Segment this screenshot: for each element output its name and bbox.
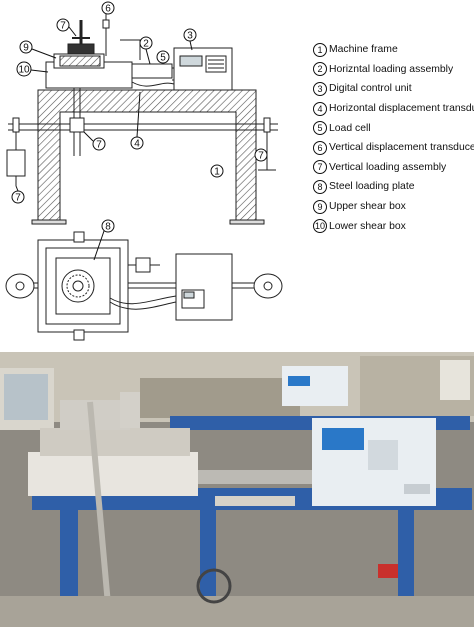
legend-label: Horizntal loading assembly bbox=[329, 63, 454, 75]
svg-text:4: 4 bbox=[134, 139, 140, 150]
svg-text:8: 8 bbox=[105, 222, 111, 233]
machine-frame bbox=[37, 89, 257, 221]
legend-number: 5 bbox=[313, 121, 327, 136]
callout-4: 4 bbox=[130, 91, 144, 150]
callout-10: 10 bbox=[16, 61, 49, 77]
legend-number: 6 bbox=[313, 140, 327, 155]
callout-2: 2 bbox=[139, 36, 153, 65]
svg-text:7: 7 bbox=[96, 140, 102, 151]
apparatus-photo bbox=[0, 352, 474, 627]
callout-1: 1 bbox=[210, 164, 224, 178]
elevation-callouts: 6 7 9 10 2 5 3 bbox=[11, 1, 268, 204]
legend-label: Steel loading plate bbox=[329, 181, 415, 193]
plan-control-unit bbox=[175, 253, 233, 321]
callout-9: 9 bbox=[19, 40, 57, 59]
svg-text:1: 1 bbox=[214, 167, 220, 178]
plan-end-right bbox=[253, 273, 283, 299]
svg-text:2: 2 bbox=[143, 39, 149, 50]
svg-text:3: 3 bbox=[187, 31, 193, 42]
callout-7-mid: 7 bbox=[83, 131, 106, 151]
callout-7-right: 7 bbox=[254, 148, 268, 162]
svg-text:9: 9 bbox=[23, 43, 29, 54]
elevation-view bbox=[6, 14, 278, 225]
callout-7-top: 7 bbox=[56, 18, 77, 37]
svg-text:7: 7 bbox=[60, 21, 66, 32]
callout-3: 3 bbox=[183, 28, 197, 51]
plan-view bbox=[5, 231, 283, 341]
callout-5: 5 bbox=[156, 50, 170, 64]
legend-label: Machine frame bbox=[329, 44, 398, 56]
legend-number: 1 bbox=[313, 42, 327, 57]
svg-text:7: 7 bbox=[258, 151, 264, 162]
svg-text:7: 7 bbox=[15, 193, 21, 204]
legend-label: Load cell bbox=[329, 122, 371, 134]
loading-plate bbox=[67, 43, 95, 55]
hanging-weight-left bbox=[6, 149, 26, 177]
svg-text:10: 10 bbox=[18, 65, 30, 76]
legend-number: 4 bbox=[313, 101, 327, 116]
legend-number: 9 bbox=[313, 199, 327, 214]
plan-end-left bbox=[5, 273, 35, 299]
svg-text:5: 5 bbox=[160, 53, 166, 64]
legend-label: Horizontal displacement transduce bbox=[329, 103, 474, 115]
frame-foot-right bbox=[229, 219, 265, 225]
legend-number: 3 bbox=[313, 81, 327, 96]
svg-text:6: 6 bbox=[105, 4, 111, 15]
legend-label: Digital control unit bbox=[329, 83, 412, 95]
control-display bbox=[179, 55, 203, 67]
legend-number: 7 bbox=[313, 160, 327, 175]
frame-foot-left bbox=[31, 219, 67, 225]
legend-label: Vertical displacement transducer bbox=[329, 142, 474, 154]
legend-number: 8 bbox=[313, 179, 327, 194]
legend-number: 2 bbox=[313, 62, 327, 77]
callout-7-left: 7 bbox=[11, 185, 25, 204]
legend-number: 10 bbox=[313, 219, 327, 234]
legend-label: Vertical loading assembly bbox=[329, 161, 447, 173]
legend-label: Lower shear box bbox=[329, 220, 406, 232]
callout-8: 8 bbox=[93, 219, 115, 261]
photo-shear-box bbox=[28, 452, 198, 496]
callout-6: 6 bbox=[101, 1, 115, 15]
legend-label: Upper shear box bbox=[329, 201, 406, 213]
